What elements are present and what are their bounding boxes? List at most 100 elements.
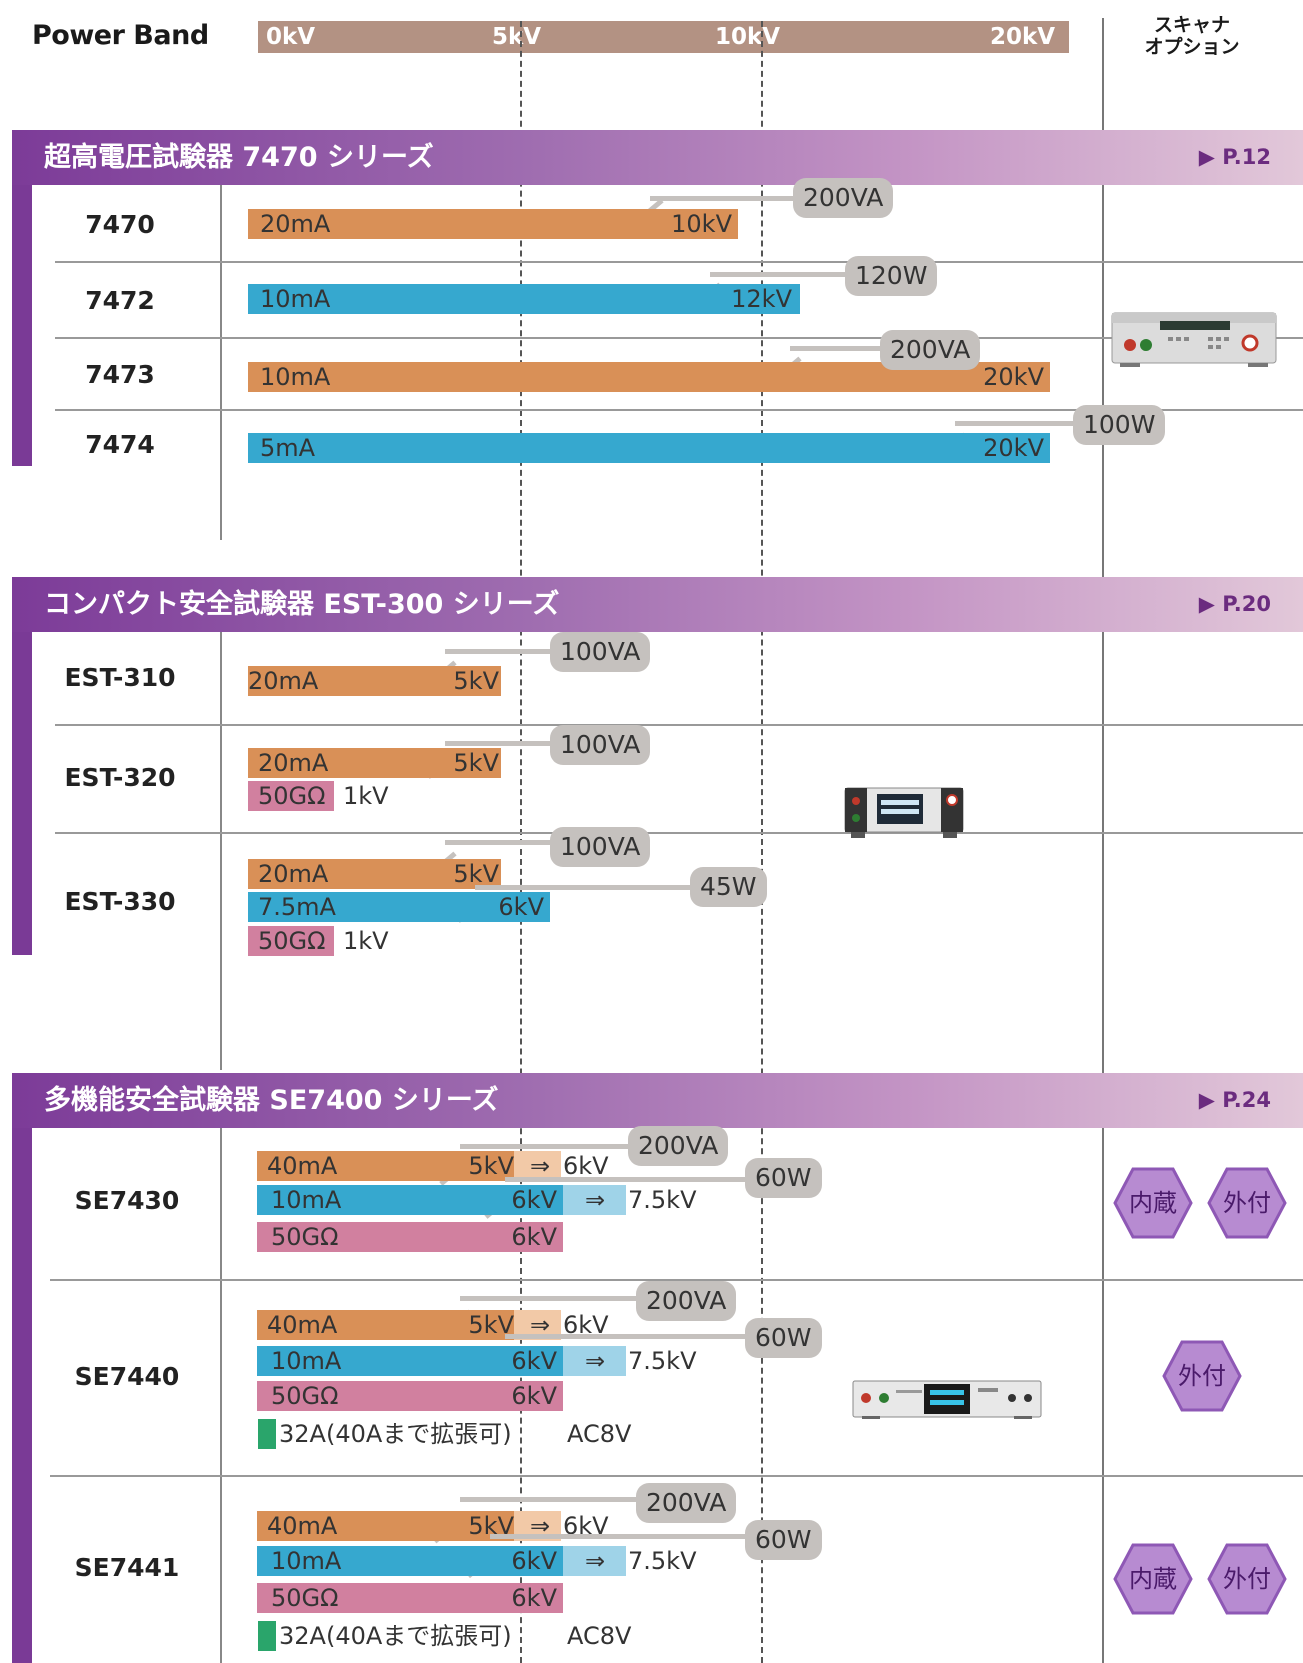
resistance-label: 50GΩ <box>271 1223 339 1251</box>
power-pill: 200VA <box>880 330 981 370</box>
power-pill: 60W <box>745 1520 822 1560</box>
resistance-label: 50GΩ <box>258 782 326 810</box>
series-header: 超高電圧試験器 7470 シリーズ ▶ P.12 <box>12 130 1303 185</box>
insulation-bar: 50GΩ 6kV <box>257 1583 563 1613</box>
extension-arrow: ⇒ <box>585 1347 606 1375</box>
scanner-heading-line2: オプション <box>1144 36 1240 58</box>
insulation-bar: 50GΩ <box>248 926 334 956</box>
extension-arrow: ⇒ <box>530 1311 551 1339</box>
current-label: 20mA <box>248 667 319 695</box>
power-leader-line <box>790 346 890 351</box>
withstand-ac-bar: 40mA 5kV <box>257 1310 530 1340</box>
insulation-bar: 50GΩ <box>248 781 334 811</box>
max-voltage-label: 6kV <box>511 1547 557 1575</box>
extended-voltage-label: 7.5kV <box>628 1347 697 1375</box>
insulation-voltage-label: 1kV <box>343 782 389 810</box>
series-side-bar <box>12 130 32 466</box>
max-voltage-label: 10kV <box>671 210 732 238</box>
max-voltage-label: 6kV <box>511 1382 557 1410</box>
scanner-external-hexagon: 外付 <box>1162 1339 1242 1413</box>
current-label: 10mA <box>271 1347 342 1375</box>
withstand-dc-bar: 10mA 12kV <box>248 284 800 314</box>
max-voltage-label: 6kV <box>511 1347 557 1375</box>
power-leader-line <box>460 1144 635 1149</box>
row-divider <box>55 724 1303 726</box>
extension-arrow: ⇒ <box>585 1547 606 1575</box>
withstand-dc-bar: 5mA 20kV <box>248 433 1050 463</box>
axis-tick-20kv: 20kV <box>990 24 1056 50</box>
power-pill: 120W <box>845 256 938 296</box>
insulation-bar: 50GΩ 6kV <box>257 1222 563 1252</box>
ground-bond-marker <box>258 1621 276 1651</box>
power-leader-line <box>445 741 575 746</box>
current-label: 40mA <box>267 1512 338 1540</box>
series-side-bar <box>12 1073 32 1663</box>
withstand-ac-bar: 20mA 5kV <box>248 748 501 778</box>
extension-arrow: ⇒ <box>530 1512 551 1540</box>
current-label: 20mA <box>260 210 331 238</box>
device-image-se7400 <box>852 1380 1042 1420</box>
withstand-ac-bar: 20mA 5kV <box>248 666 501 696</box>
withstand-dc-extension-bar: ⇒ <box>563 1185 626 1215</box>
row-divider <box>55 337 1303 339</box>
series-header: コンパクト安全試験器 EST-300 シリーズ ▶ P.20 <box>12 577 1303 632</box>
power-pill: 60W <box>745 1158 822 1198</box>
scanner-external-hexagon: 外付 <box>1207 1542 1287 1616</box>
axis-tick-5kv: 5kV <box>492 24 542 50</box>
power-leader-line <box>475 885 700 890</box>
power-pill: 60W <box>745 1318 822 1358</box>
model-column-divider <box>220 185 222 540</box>
series-title: 多機能安全試験器 SE7400 シリーズ <box>44 1085 499 1116</box>
power-leader-line <box>505 1177 755 1182</box>
extended-voltage-label: 7.5kV <box>628 1186 697 1214</box>
max-voltage-label: 6kV <box>511 1584 557 1612</box>
current-label: 20mA <box>258 749 329 777</box>
ground-bond-marker <box>258 1419 276 1449</box>
ground-bond-current: 32A(40Aまで拡張可) <box>279 1420 512 1448</box>
scanner-column-separator <box>1102 18 1104 1663</box>
current-label: 10mA <box>260 285 331 313</box>
axis-tick-0kv: 0kV <box>266 24 316 50</box>
max-voltage-label: 5kV <box>453 749 499 777</box>
power-leader-line <box>650 196 800 201</box>
withstand-dc-bar: 10mA 6kV <box>257 1346 563 1376</box>
row-divider <box>55 832 1303 834</box>
withstand-dc-extension-bar: ⇒ <box>563 1546 626 1576</box>
current-label: 7.5mA <box>258 893 336 921</box>
power-pill: 200VA <box>636 1483 737 1523</box>
withstand-ac-bar: 20mA 10kV <box>248 209 738 239</box>
series-side-bar <box>12 577 32 955</box>
power-pill: 100VA <box>550 632 651 672</box>
device-image-7470 <box>1110 311 1278 368</box>
model-name: SE7440 <box>74 1362 180 1391</box>
scanner-builtin-label: 内蔵 <box>1129 1189 1177 1217</box>
ground-bond-voltage: AC8V <box>567 1622 632 1650</box>
withstand-ac-bar: 10mA 20kV <box>248 362 1050 392</box>
max-voltage-label: 20kV <box>983 434 1044 462</box>
power-pill: 100VA <box>550 725 651 765</box>
extension-arrow: ⇒ <box>530 1152 551 1180</box>
extended-voltage-label: 6kV <box>563 1152 609 1180</box>
current-label: 10mA <box>271 1547 342 1575</box>
extended-voltage-label: 7.5kV <box>628 1547 697 1575</box>
power-leader-line <box>460 1296 645 1301</box>
resistance-label: 50GΩ <box>271 1382 339 1410</box>
scanner-builtin-hexagon: 内蔵 <box>1113 1542 1193 1616</box>
chart-title: Power Band <box>32 20 209 51</box>
gridline-10kv <box>761 21 763 1663</box>
withstand-dc-bar: 7.5mA 6kV <box>248 892 550 922</box>
max-voltage-label: 6kV <box>511 1186 557 1214</box>
withstand-dc-bar: 10mA 6kV <box>257 1546 563 1576</box>
power-pill: 45W <box>690 867 767 907</box>
power-pill: 200VA <box>793 178 894 218</box>
withstand-ac-bar: 20mA 5kV <box>248 859 501 889</box>
power-leader-line <box>490 1534 755 1539</box>
max-voltage-label: 5kV <box>453 860 499 888</box>
voltage-axis-band: 0kV 5kV 10kV 20kV <box>258 21 1069 53</box>
row-divider <box>55 261 1303 263</box>
power-pill: 100W <box>1073 405 1166 445</box>
model-name: SE7441 <box>74 1553 180 1582</box>
extension-arrow: ⇒ <box>585 1186 606 1214</box>
insulation-bar: 50GΩ 6kV <box>257 1381 563 1411</box>
current-label: 10mA <box>271 1186 342 1214</box>
